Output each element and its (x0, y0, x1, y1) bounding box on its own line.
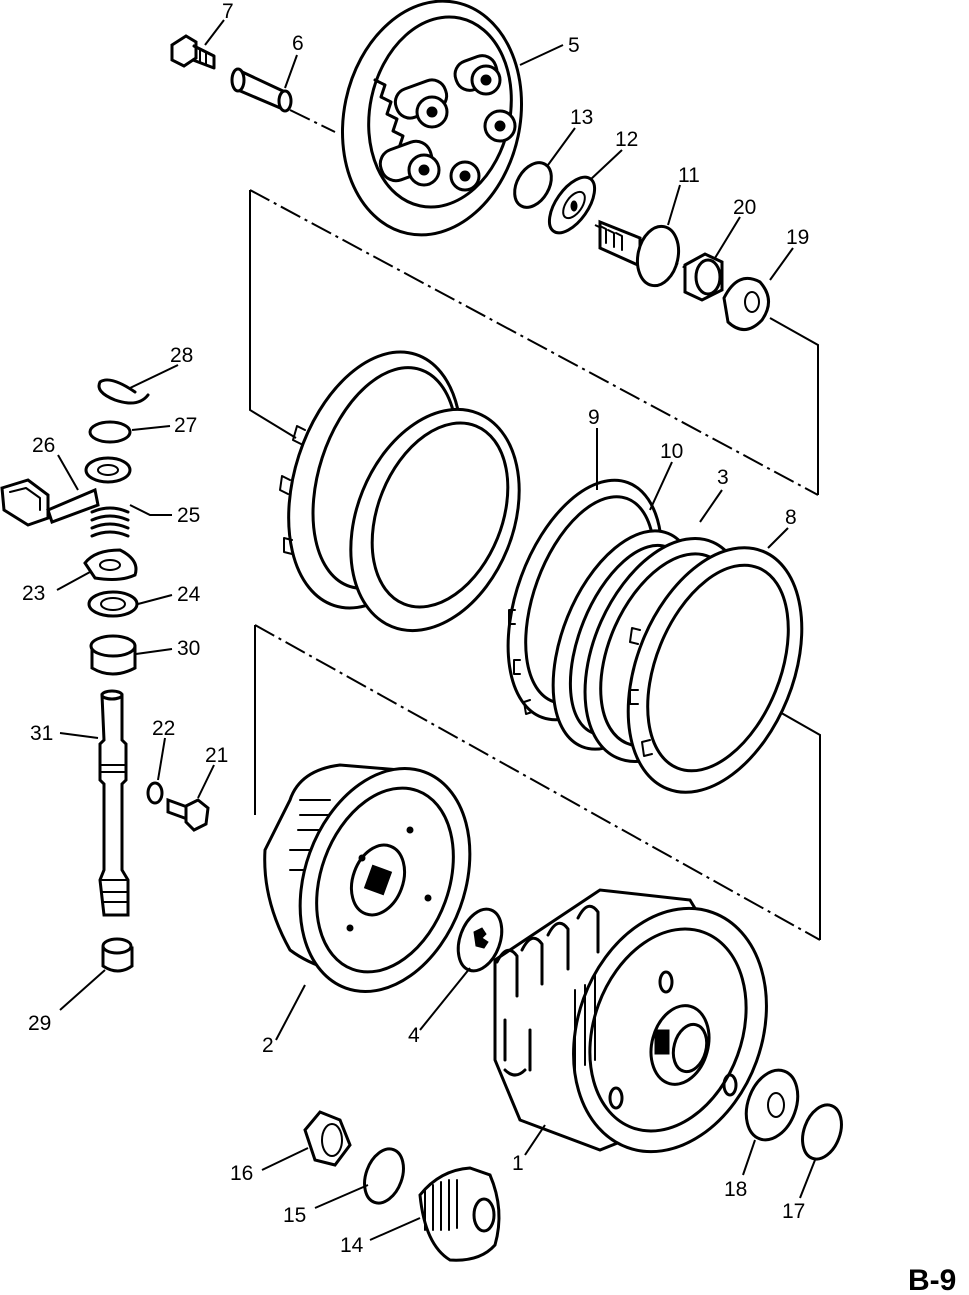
part-13-washer (513, 161, 553, 209)
callout-19: 19 (786, 226, 809, 249)
part-22-washer (146, 781, 164, 805)
callout-13: 13 (570, 106, 593, 129)
callout-labels: 1 2 3 4 5 6 7 8 9 10 11 12 13 14 15 16 1… (22, 0, 809, 1257)
callout-3: 3 (717, 466, 729, 489)
callout-1: 1 (512, 1152, 524, 1175)
callout-6: 6 (292, 32, 304, 55)
callout-8: 8 (785, 506, 797, 529)
callout-23: 23 (22, 582, 45, 605)
callout-25: 25 (177, 504, 200, 527)
callout-14: 14 (340, 1234, 364, 1257)
callout-7: 7 (222, 0, 234, 23)
part-20-nut (683, 252, 724, 302)
callout-5: 5 (568, 34, 580, 57)
callout-9: 9 (588, 406, 600, 429)
callout-31: 31 (30, 722, 53, 745)
part-11-push-rod (598, 219, 681, 288)
part-2-clutch-boss (263, 763, 472, 993)
part-6-pin (230, 67, 293, 113)
callout-29: 29 (28, 1012, 51, 1035)
part-18-washer (744, 1068, 800, 1142)
callout-4: 4 (408, 1024, 420, 1047)
part-21-bolt (166, 797, 210, 832)
part-5-pressure-plate (340, 0, 524, 237)
part-14-gear (418, 1166, 501, 1262)
callout-18: 18 (724, 1178, 747, 1201)
part-1-clutch-housing (493, 888, 768, 1154)
callout-12: 12 (615, 128, 638, 151)
part-7-bolt (170, 34, 216, 70)
callout-30: 30 (177, 637, 200, 660)
callout-24: 24 (177, 583, 201, 606)
callout-15: 15 (283, 1204, 306, 1227)
part-30-bearing (89, 634, 137, 676)
callout-26: 26 (32, 434, 55, 457)
part-15-washer (363, 1147, 405, 1205)
part-4-lock-washer (456, 907, 504, 973)
page-label: B-9 (908, 1264, 956, 1295)
part-19-lock-washer (722, 277, 770, 331)
part-23-plate (83, 548, 138, 581)
part-28-circlip (97, 378, 150, 405)
callout-21: 21 (205, 744, 228, 767)
part-31-shaft (98, 689, 130, 917)
callout-28: 28 (170, 344, 193, 367)
part-29-bearing (101, 937, 134, 973)
callout-20: 20 (733, 196, 756, 219)
callout-16: 16 (230, 1162, 253, 1185)
part-25-spring (90, 506, 130, 538)
part-24-oil-seal (87, 590, 139, 618)
callout-10: 10 (660, 440, 683, 463)
part-plate-left-2 (349, 407, 521, 633)
part-27-washer (88, 420, 132, 444)
callout-22: 22 (152, 717, 175, 740)
part-16-collar (303, 1110, 352, 1167)
leader-lines (56, 19, 816, 1241)
callout-11: 11 (678, 164, 700, 187)
callout-27: 27 (174, 414, 197, 437)
callout-17: 17 (782, 1200, 805, 1223)
assembly-lines (249, 109, 821, 941)
callout-2: 2 (262, 1034, 274, 1057)
part-26-lever (0, 456, 132, 527)
part-8-friction-plate (626, 546, 804, 794)
part-17-washer (801, 1103, 843, 1161)
